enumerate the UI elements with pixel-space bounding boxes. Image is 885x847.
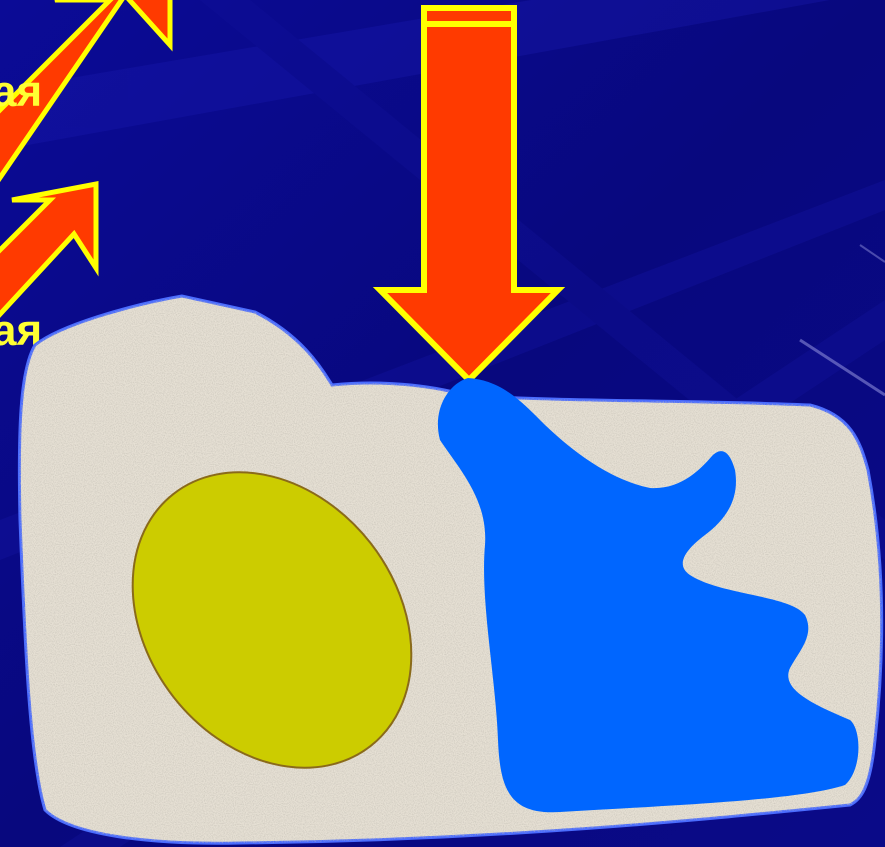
top-label: ая — [0, 67, 42, 116]
